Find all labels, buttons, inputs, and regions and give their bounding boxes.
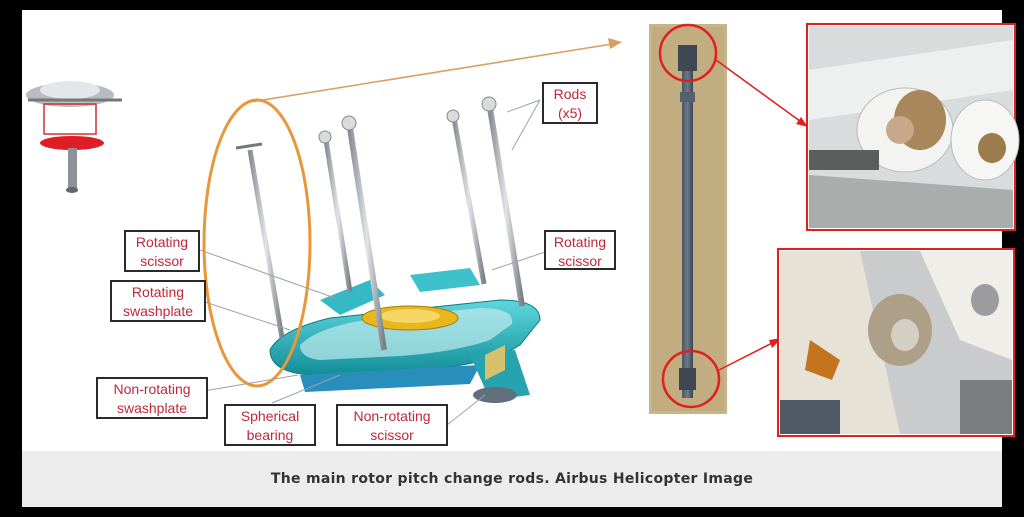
- rotor-head-thumbnail: [26, 81, 122, 193]
- detail-photo-bottom: [777, 248, 1015, 437]
- label-rods: Rods (x5): [542, 82, 598, 124]
- label-rotating-scissor-right: Rotating scissor: [544, 230, 616, 270]
- label-spherical-bearing: Spherical bearing: [224, 404, 316, 446]
- detail-circle-bottom: [661, 349, 721, 409]
- figure-caption: The main rotor pitch change rods. Airbus…: [270, 471, 754, 487]
- label-non-rotating-swashplate: Non-rotating swashplate: [96, 377, 208, 419]
- highlight-ellipse: [202, 98, 312, 388]
- leader-lines: [197, 99, 546, 426]
- detail-circle-top: [658, 23, 718, 83]
- label-rotating-swashplate: Rotating swashplate: [110, 280, 206, 322]
- swashplate-assembly: [269, 268, 541, 403]
- caption-bar: The main rotor pitch change rods. Airbus…: [22, 451, 1002, 507]
- detail-photo-top: [806, 23, 1020, 231]
- pointer-arrow-head: [608, 38, 622, 49]
- pointer-arrow: [243, 43, 613, 104]
- label-rotating-scissor-left: Rotating scissor: [124, 230, 200, 272]
- pitch-rods: [235, 96, 525, 351]
- label-non-rotating-scissor: Non-rotating scissor: [336, 404, 448, 446]
- rod-photo: [649, 23, 808, 414]
